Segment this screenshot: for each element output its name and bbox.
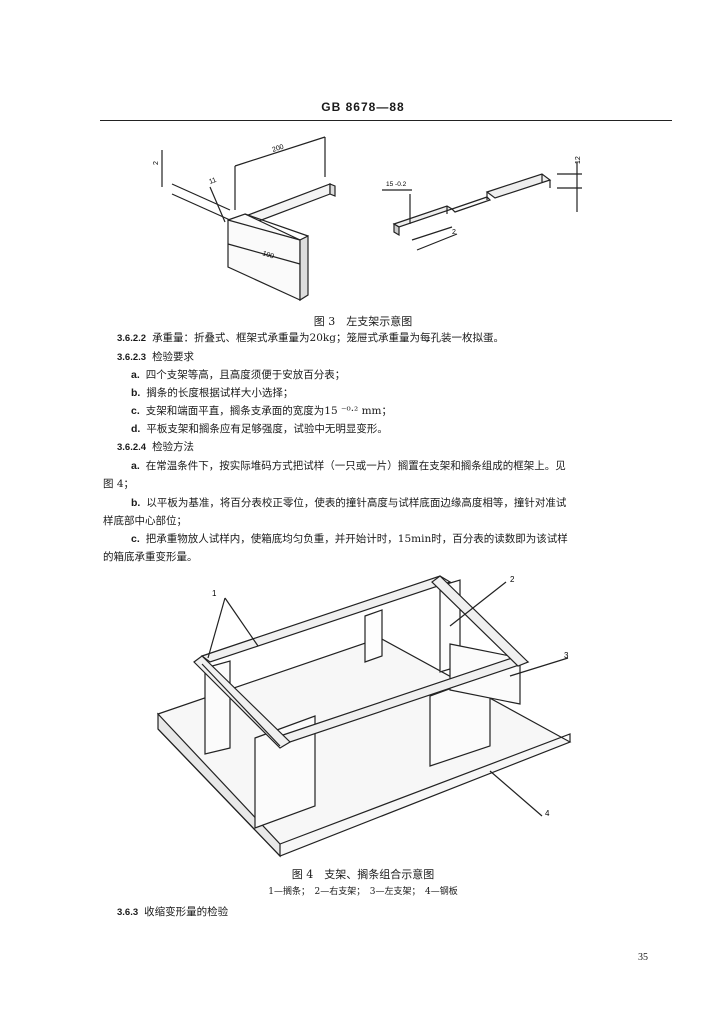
- clause-text: 收缩变形量的检验: [144, 906, 229, 918]
- figure4-legend: 1—搁条； 2—右支架； 3—左支架； 4—钢板: [268, 887, 458, 897]
- clause-text: 检验方法: [152, 441, 195, 453]
- clause-3-6-2-3: 3.6.2.3 检验要求: [117, 351, 194, 364]
- method-a-line1: a. 在常温条件下，按实际堆码方式把试样（一只或一片）搁置在支架和搁条组成的框架上…: [131, 460, 566, 473]
- figure4-caption: 图 4 支架、搁条组合示意图: [291, 868, 435, 881]
- clause-3-6-2-4: 3.6.2.4 检验方法: [117, 441, 194, 454]
- page-header: GB 8678—88: [321, 100, 405, 114]
- dim-top: 200: [271, 144, 284, 154]
- item-label: a.: [131, 460, 140, 472]
- requirement-c: c. 支架和端面平直，搁条支承面的宽度为15 ⁻⁰·² mm；: [131, 405, 392, 418]
- requirement-b: b. 搁条的长度根据试样大小选择；: [131, 387, 293, 400]
- callout-3: 3: [564, 651, 569, 660]
- requirement-a: a. 四个支架等高，且高度须便于安放百分表；: [131, 369, 345, 382]
- dim-height: 12: [575, 156, 582, 164]
- callout-1: 1: [212, 589, 217, 598]
- clause-number: 3.6.2.3: [117, 352, 147, 363]
- clause-3-6-2-2: 3.6.2.2 承重量：折叠式、框架式承重量为20kg；笼屉式承重量为每孔装一枚拟…: [117, 332, 504, 345]
- item-text: 以平板为基准，将百分表校正零位，使表的撞针高度与试样底面边缘高度相等，撞针对准试: [146, 497, 567, 509]
- item-text: 四个支架等高，且高度须便于安放百分表；: [145, 369, 346, 381]
- clause-3-6-3: 3.6.3 收缩变形量的检验: [117, 906, 228, 919]
- item-label: a.: [131, 369, 140, 381]
- clause-number: 3.6.2.2: [117, 333, 147, 344]
- page-number: 35: [638, 952, 648, 963]
- figure4-drawing: 1 2 3 4: [156, 575, 572, 858]
- figure3-right-drawing: 15 -0.2 12 2: [382, 156, 582, 251]
- item-text: 支架和端面平直，搁条支承面的宽度为15 ⁻⁰·² mm；: [145, 405, 393, 417]
- requirement-d: d. 平板支架和搁条应有足够强度，试验中无明显变形。: [131, 423, 388, 436]
- dim-depth: 2: [452, 229, 456, 236]
- method-b-line1: b. 以平板为基准，将百分表校正零位，使表的撞针高度与试样底面边缘高度相等，撞针对…: [131, 497, 566, 510]
- clause-text: 承重量：折叠式、框架式承重量为20kg；笼屉式承重量为每孔装一枚拟蛋。: [152, 332, 505, 344]
- method-c-line2: 的箱底承重变形量。: [103, 551, 198, 563]
- callout-4: 4: [545, 809, 550, 818]
- method-a-line2: 图 4；: [103, 478, 135, 490]
- item-label: b.: [131, 387, 141, 399]
- dim-side: 2: [153, 161, 160, 165]
- dim-tolerance: 15 -0.2: [386, 181, 407, 188]
- figure3-caption: 图 3 左支架示意图: [313, 315, 413, 328]
- item-label: c.: [131, 533, 140, 545]
- method-c-line1: c. 把承重物放人试样内，使箱底均匀负重，并开始计时，15min时，百分表的读数即…: [131, 533, 568, 546]
- callout-2: 2: [510, 575, 515, 584]
- clause-number: 3.6.2.4: [117, 442, 147, 453]
- item-label: d.: [131, 423, 141, 435]
- clause-number: 3.6.3: [117, 907, 139, 918]
- item-text: 搁条的长度根据试样大小选择；: [146, 387, 294, 399]
- item-label: b.: [131, 497, 141, 509]
- dim-front: 100: [261, 250, 274, 260]
- dim-mid: 11: [208, 177, 217, 186]
- clause-text: 检验要求: [152, 351, 195, 363]
- item-text: 把承重物放人试样内，使箱底均匀负重，并开始计时，15min时，百分表的读数即为该…: [145, 533, 568, 545]
- item-text: 在常温条件下，按实际堆码方式把试样（一只或一片）搁置在支架和搁条组成的框架上。见: [145, 460, 566, 472]
- method-b-line2: 样底部中心部位；: [103, 515, 187, 527]
- header-rule: [100, 120, 672, 121]
- item-label: c.: [131, 405, 140, 417]
- figure3-left-drawing: 200 2 11 100: [153, 136, 336, 302]
- item-text: 平板支架和搁条应有足够强度，试验中无明显变形。: [146, 423, 388, 435]
